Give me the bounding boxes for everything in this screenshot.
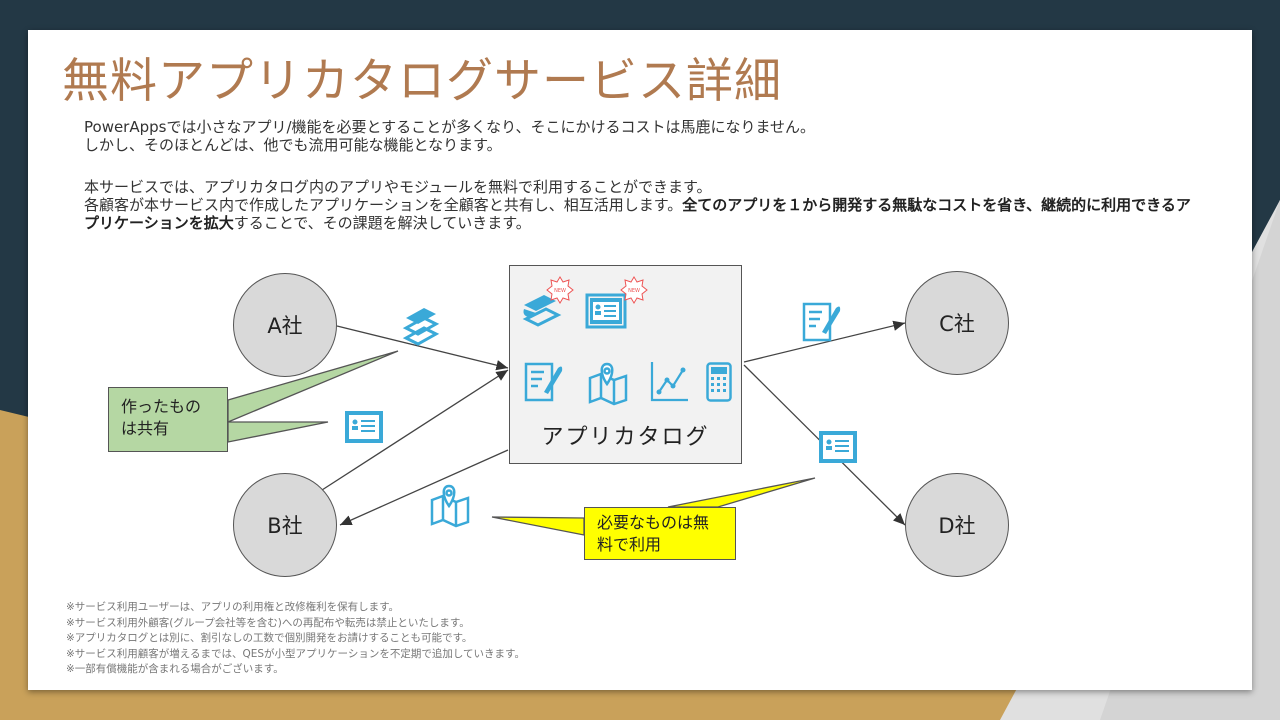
id-card-icon <box>585 293 627 329</box>
arrow-b-to-catalog <box>321 369 509 491</box>
new-badge-text: NEW <box>628 288 640 294</box>
catalog-label: アプリカタログ <box>541 425 710 450</box>
service-paragraph: 各顧客が本サービス内で作成したアプリケーションを全顧客と共有し、相互活用します。… <box>84 196 1194 232</box>
callout-pointer <box>227 350 399 423</box>
footnote: ※一部有償機能が含まれる場合がございます。 <box>66 663 284 675</box>
intro-line: しかし、そのほとんどは、他でも流用可能な機能となります。 <box>84 136 502 154</box>
footnote: ※サービス利用顧客が増えるまでは、QESが小型アプリケーションを不定期で追加して… <box>66 647 525 660</box>
page-title: 無料アプリカタログサービス詳細 <box>62 54 782 109</box>
callout-pointer <box>227 421 329 443</box>
books-icon <box>522 295 562 327</box>
callout-pointer <box>667 477 816 508</box>
notes-pen-icon <box>802 302 841 342</box>
callout-free-use: 必要なものは無料で利用 <box>584 507 736 560</box>
company-b: B社 <box>233 473 337 577</box>
notes-pen-icon <box>524 362 563 402</box>
arrow-a-to-catalog <box>336 325 509 371</box>
slide: 無料アプリカタログサービス詳細 PowerAppsでは小さなアプリ/機能を必要と… <box>28 30 1252 690</box>
arrow-catalog-to-b <box>339 449 509 526</box>
id-card-icon <box>819 431 857 463</box>
service-emphasis: 全てのアプリを１から開発する無駄なコストを省き、継続的に利用できるアプリケーショ… <box>84 196 1191 232</box>
service-text-end: することで、その課題を解決していきます。 <box>233 214 531 232</box>
company-d: D社 <box>905 473 1009 577</box>
company-a: A社 <box>233 273 337 377</box>
books-icon <box>402 308 440 346</box>
line-chart-icon <box>650 362 688 402</box>
calculator-icon <box>706 362 732 402</box>
footnotes: ※サービス利用ユーザーは、アプリの利用権と改修権利を保有します。 ※サービス利用… <box>66 600 525 678</box>
intro-line: PowerAppsでは小さなアプリ/機能を必要とすることが多くなり、そこにかける… <box>84 118 816 136</box>
callout-pointer <box>491 516 585 536</box>
footnote: ※アプリカタログとは別に、割引なしの工数で個別開発をお請けすることも可能です。 <box>66 632 473 644</box>
company-c: C社 <box>905 271 1009 375</box>
new-badge-text: NEW <box>554 288 566 294</box>
intro-text: PowerAppsでは小さなアプリ/機能を必要とすることが多くなり、そこにかける… <box>84 118 1194 232</box>
map-pin-icon <box>588 362 628 406</box>
arrow-catalog-to-c <box>743 320 906 363</box>
service-line: 本サービスでは、アプリカタログ内のアプリやモジュールを無料で利用することができま… <box>84 178 712 196</box>
new-badge-icon: NEW <box>546 276 574 304</box>
footnote: ※サービス利用外顧客(グループ会社等を含む)への再配布や転売は禁止といたします。 <box>66 616 470 629</box>
service-text: 各顧客が本サービス内で作成したアプリケーションを全顧客と共有し、相互活用します。 <box>84 196 683 214</box>
new-badge-icon: NEW <box>620 276 648 304</box>
map-pin-icon <box>430 484 470 528</box>
id-card-icon <box>345 411 383 443</box>
app-catalog: NEW NEW アプリカタログ <box>509 265 742 464</box>
callout-share: 作ったものは共有 <box>108 387 228 452</box>
footnote: ※サービス利用ユーザーは、アプリの利用権と改修権利を保有します。 <box>66 601 400 613</box>
